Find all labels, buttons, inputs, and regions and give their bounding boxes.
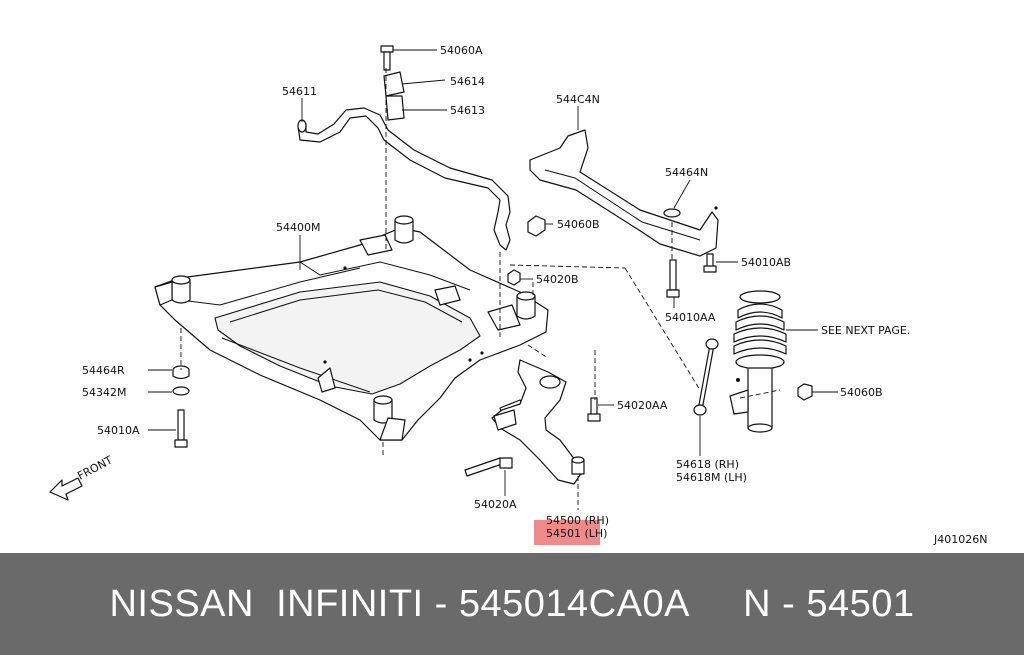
- label-54501[interactable]: 54501 (LH): [546, 527, 607, 540]
- label-54010AA[interactable]: 54010AA: [665, 311, 716, 324]
- front-label: FRONT: [75, 453, 115, 482]
- label-54614[interactable]: 54614: [450, 75, 485, 88]
- bolts: [172, 215, 813, 477]
- part-number-text: NISSAN INFINITI - 545014CA0A N - 54501: [109, 582, 915, 625]
- label-54611[interactable]: 54611: [282, 85, 317, 98]
- cross-member: [529, 129, 719, 257]
- label-54060B-top[interactable]: 54060B: [557, 218, 600, 231]
- label-54500[interactable]: 54500 (RH): [546, 514, 609, 527]
- stabilizer-link: [693, 338, 719, 416]
- transverse-link: [491, 359, 585, 485]
- label-54060B-right[interactable]: 54060B: [840, 386, 883, 399]
- label-54613[interactable]: 54613: [450, 104, 485, 117]
- label-54342M[interactable]: 54342M: [82, 386, 126, 399]
- diagram-svg: FRONT 54060A 54614 54613 54611 544C4N 54…: [49, 44, 987, 546]
- reference-lines: [180, 68, 781, 510]
- label-54464R[interactable]: 54464R: [82, 364, 125, 377]
- label-54464N[interactable]: 54464N: [665, 166, 708, 179]
- label-54618[interactable]: 54618 (RH): [676, 458, 739, 471]
- stabilizer-bar: [297, 45, 511, 251]
- label-54020AA[interactable]: 54020AA: [617, 399, 668, 412]
- leader-lines: [148, 49, 838, 496]
- label-544C4N[interactable]: 544C4N: [556, 93, 600, 106]
- strut-assembly: [729, 290, 787, 433]
- parts-diagram: FRONT 54060A 54614 54613 54611 544C4N 54…: [49, 44, 988, 546]
- label-see-next-page: SEE NEXT PAGE.: [821, 324, 910, 337]
- label-54020A[interactable]: 54020A: [474, 498, 517, 511]
- label-54400M[interactable]: 54400M: [276, 221, 320, 234]
- highlight-54501: [534, 520, 600, 545]
- label-54618M[interactable]: 54618M (LH): [676, 471, 747, 484]
- footer-banner: NISSAN INFINITI - 545014CA0A N - 54501: [0, 553, 1024, 655]
- label-54010AB[interactable]: 54010AB: [741, 256, 791, 269]
- front-arrow: FRONT: [49, 453, 115, 501]
- subframe: [154, 215, 549, 441]
- label-54060A[interactable]: 54060A: [440, 44, 483, 57]
- label-54010A[interactable]: 54010A: [97, 424, 140, 437]
- diagram-code: J401026N: [933, 533, 987, 546]
- label-54020B[interactable]: 54020B: [536, 273, 579, 286]
